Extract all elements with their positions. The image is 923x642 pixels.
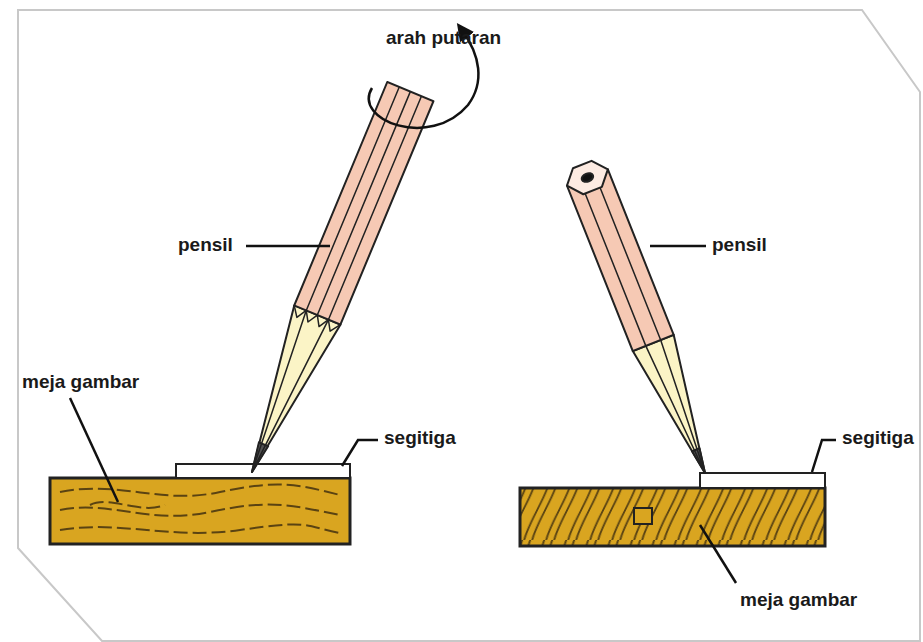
- part-label: pensil: [712, 235, 767, 256]
- part-label: pensil: [178, 235, 233, 256]
- part-label: meja gambar: [740, 590, 857, 611]
- rotation-label: arah putaran: [386, 28, 501, 49]
- part-label: segitiga: [842, 428, 914, 449]
- part-label: segitiga: [384, 428, 456, 449]
- part-label: meja gambar: [22, 372, 139, 393]
